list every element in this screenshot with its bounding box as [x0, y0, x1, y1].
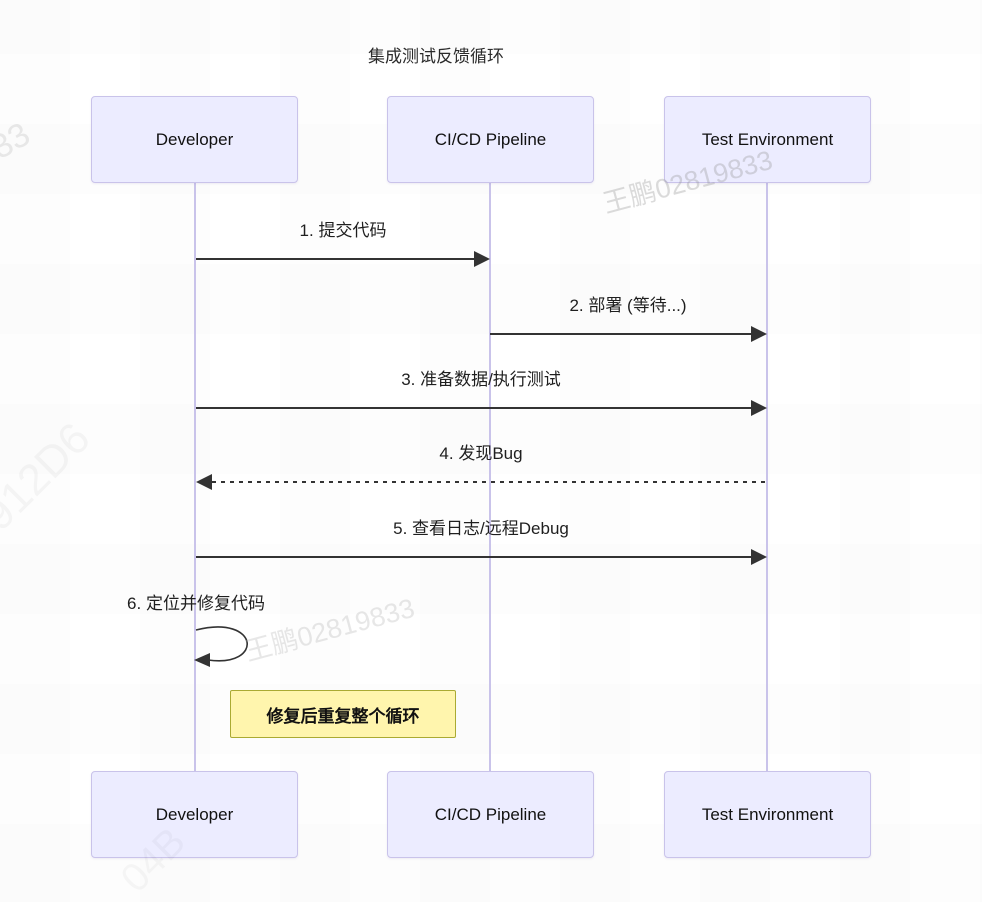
- self-loop-arrow-icon: [194, 626, 248, 667]
- actor-label: Developer: [155, 804, 234, 824]
- arrowhead-right-icon: [474, 251, 490, 267]
- message-5-line: [196, 556, 751, 558]
- actor-top-developer: Developer: [91, 96, 298, 183]
- actor-top-test-environment: Test Environment: [664, 96, 871, 183]
- arrowhead-left-icon: [196, 474, 212, 490]
- note-box: 修复后重复整个循环: [230, 690, 456, 738]
- actor-top-cicd-pipeline: CI/CD Pipeline: [387, 96, 594, 183]
- actor-label: Test Environment: [701, 129, 834, 149]
- lifeline-cicd: [489, 183, 491, 771]
- lifeline-test-environment: [766, 183, 768, 771]
- message-3-line: [196, 407, 751, 409]
- message-6-label: 6. 定位并修复代码: [127, 594, 265, 613]
- actor-label: CI/CD Pipeline: [434, 804, 547, 824]
- diagram-title: 集成测试反馈循环: [368, 47, 504, 66]
- actor-bottom-test-environment: Test Environment: [664, 771, 871, 858]
- message-3-label: 3. 准备数据/执行测试: [401, 370, 561, 389]
- message-4-line: [212, 481, 767, 483]
- message-2-line: [490, 333, 751, 335]
- message-5-label: 5. 查看日志/远程Debug: [393, 519, 569, 538]
- actor-bottom-developer: Developer: [91, 771, 298, 858]
- actor-bottom-cicd-pipeline: CI/CD Pipeline: [387, 771, 594, 858]
- note-label: 修复后重复整个循环: [266, 706, 420, 726]
- message-2-label: 2. 部署 (等待...): [569, 296, 687, 315]
- lifeline-developer: [194, 183, 196, 771]
- watermark: 912D6: [0, 413, 100, 540]
- actor-label: Test Environment: [701, 804, 834, 824]
- message-4-label: 4. 发现Bug: [439, 444, 523, 463]
- watermark: 33: [0, 115, 37, 167]
- message-1-line: [196, 258, 474, 260]
- arrowhead-right-icon: [751, 400, 767, 416]
- actor-label: CI/CD Pipeline: [434, 129, 547, 149]
- arrowhead-right-icon: [751, 326, 767, 342]
- message-1-label: 1. 提交代码: [299, 221, 387, 240]
- actor-label: Developer: [155, 129, 234, 149]
- arrowhead-right-icon: [751, 549, 767, 565]
